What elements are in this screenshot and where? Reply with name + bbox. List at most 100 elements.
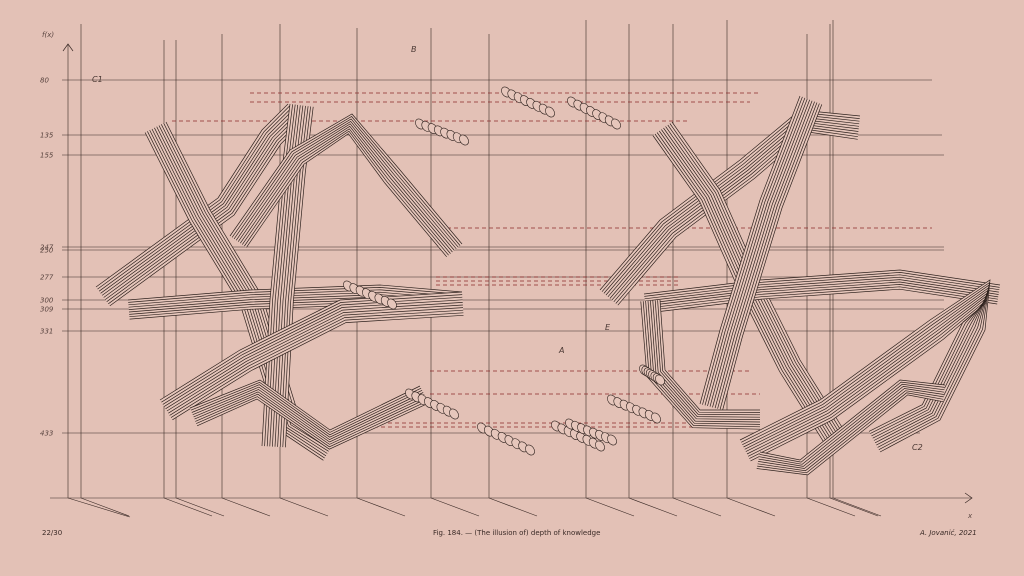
ribbon-strand	[742, 284, 990, 448]
ribbon-strand	[161, 294, 463, 403]
label-c1: C1	[92, 75, 103, 84]
ribbon-strand	[128, 287, 462, 303]
ribbon-strand	[712, 100, 813, 408]
ribbon-strand	[195, 393, 427, 445]
ribbon-strand	[709, 99, 811, 407]
ribbon-band	[230, 114, 462, 257]
ribbon-strand	[246, 133, 447, 258]
page-number: 22/30	[42, 529, 63, 537]
ribbon-strand	[237, 123, 455, 251]
ribbon-strand	[274, 105, 304, 447]
ribbon-segment	[189, 379, 429, 450]
ribbon-segment	[739, 279, 991, 462]
ribbon-strand	[191, 384, 423, 436]
ribbon-strand	[657, 300, 761, 413]
ribbon-figure-right	[599, 95, 1001, 476]
y-tick-label: 277	[40, 274, 54, 282]
oblique-foot	[726, 497, 776, 517]
ribbon-strand	[193, 389, 425, 441]
coil-springs	[343, 86, 665, 456]
ribbon-strand	[97, 105, 291, 290]
oblique-foot	[832, 497, 882, 517]
ribbon-strand	[741, 281, 990, 451]
ribbon-strand	[127, 284, 463, 301]
ribbon-strand	[743, 286, 990, 448]
ribbon-strand	[603, 114, 860, 294]
ribbon-strand	[702, 96, 803, 405]
ribbon-band	[128, 285, 462, 320]
y-tick-label: 331	[40, 328, 53, 336]
ribbon-strand	[659, 299, 760, 411]
axes: f(x) x	[42, 31, 973, 520]
y-axis-arrow-icon	[62, 43, 74, 52]
ribbon-segment	[640, 299, 761, 430]
ribbon-band	[190, 380, 429, 450]
ribbon-strand	[646, 288, 998, 314]
coil-spring-icon	[607, 394, 661, 424]
author-credit: A. Jovanić, 2021	[920, 529, 977, 537]
ribbon-strand	[165, 302, 463, 410]
ribbon-strand	[277, 105, 306, 447]
ribbon-strand	[757, 392, 944, 474]
coil-turn	[525, 444, 535, 456]
ribbon-segment	[229, 113, 463, 258]
ribbon-strand	[645, 281, 999, 307]
coil-turn	[611, 118, 621, 130]
ribbon-strand	[645, 284, 998, 309]
ribbon-strand	[162, 296, 463, 405]
ribbon-strand	[196, 396, 428, 448]
ribbon-segment	[643, 269, 1001, 314]
ribbon-strand	[103, 112, 298, 298]
coil-spring-icon	[567, 96, 621, 130]
ribbon-strand	[750, 302, 987, 462]
ribbon-strand	[242, 128, 451, 254]
coil-turn	[545, 106, 555, 118]
ribbon-strand	[169, 309, 464, 416]
ribbon-segment	[95, 103, 305, 307]
ribbon-strand	[599, 109, 861, 291]
ribbon-strand	[196, 398, 429, 450]
ribbon-band	[756, 380, 945, 475]
ribbon-strand	[100, 109, 294, 294]
label-e: E	[605, 323, 611, 332]
oblique-foot	[628, 497, 678, 517]
oblique-foot	[163, 497, 213, 517]
ribbon-strand	[745, 292, 989, 452]
ribbon-strand	[609, 121, 859, 299]
ribbon-strand	[749, 300, 987, 459]
ribbon-strand	[739, 279, 991, 453]
coil-turn	[655, 374, 665, 386]
ribbon-strand	[645, 279, 999, 304]
coil-spring-icon	[551, 420, 605, 452]
ribbon-strand	[104, 114, 300, 300]
ribbon-strand	[719, 103, 820, 410]
ribbon-strand	[652, 300, 761, 418]
oblique-foot	[175, 497, 225, 517]
coil-turn	[651, 412, 661, 424]
ribbon-strand	[759, 379, 946, 461]
ribbon-strand	[168, 307, 464, 414]
ribbon-strand	[615, 129, 858, 304]
ribbon-strand	[170, 312, 464, 418]
ribbon-strand	[645, 286, 998, 312]
oblique-foot	[806, 497, 856, 517]
coil-turn	[449, 408, 459, 420]
ribbon-strand	[747, 297, 987, 457]
ribbon-segment	[261, 103, 314, 448]
ribbon-strand	[756, 394, 944, 476]
ribbon-strand	[654, 300, 761, 416]
coil-turn	[607, 434, 617, 446]
ribbon-band	[160, 292, 464, 420]
ribbon-strand	[272, 105, 301, 447]
oblique-foot	[221, 497, 271, 517]
oblique-foot	[430, 497, 480, 517]
ribbon-strand	[128, 289, 462, 306]
coil-turn	[459, 134, 469, 146]
ribbon-strand	[645, 300, 761, 425]
ribbon-strand	[643, 269, 1001, 295]
ribbon-strand	[235, 120, 457, 250]
ribbon-strand	[647, 300, 761, 423]
oblique-foot	[80, 497, 130, 517]
